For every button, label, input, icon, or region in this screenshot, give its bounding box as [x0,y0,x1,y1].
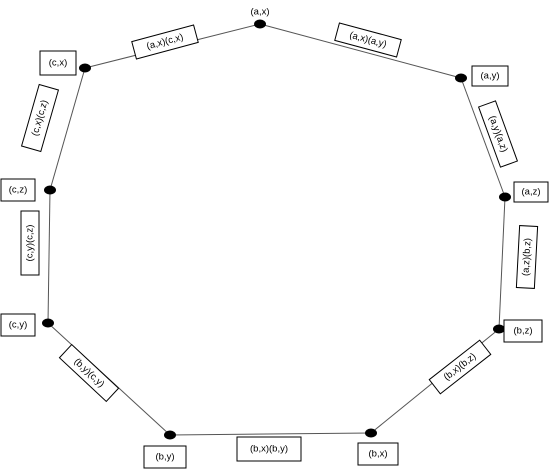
node-box-by: (b,y) [143,445,187,469]
node-label-by: (b,y) [156,452,175,463]
edge-line-cz-cx [49,67,86,191]
node-dot-by [164,430,176,440]
edge-box-by-cy: (b,y)(c,y) [58,343,120,403]
node-dot-cx [79,63,91,73]
edge-label-az-bz: (a,z)(b,z) [521,238,534,277]
node-box-cz: (c,z) [0,178,36,202]
edge-box-az-bz: (a,z)(b,z) [515,225,539,289]
node-dot-cy [42,318,54,328]
node-box-cx: (c,x) [39,50,77,76]
node-dot-bz [493,324,505,334]
node-label-ay: (a,y) [481,71,500,82]
node-label-cy: (c,y) [9,320,27,331]
edge-box-bx-by: (b,x)(b,y) [236,436,302,462]
edge-line-az-bz [498,196,506,330]
node-label-bz: (b,z) [514,326,533,337]
edge-label-bx-by: (b,x)(b,y) [250,444,288,455]
node-box-bx: (b,x) [357,442,399,466]
node-label-ax: (a,x) [251,7,270,18]
edge-line-bx-by [169,432,372,436]
edge-label-cy-cz: (c,y)(c,z) [25,225,36,262]
node-dot-az [499,192,511,202]
edge-box-cy-cz: (c,y)(c,z) [20,210,40,276]
edge-box-bx-bz: (b,x)(b,z) [428,339,492,395]
node-dot-ax [254,19,266,29]
node-label-cx: (c,x) [49,58,67,69]
edge-line-ax-ay [259,23,462,79]
node-dot-cz [44,185,56,195]
edge-box-cx-cz: (c,x)(c,z) [20,83,60,153]
node-label-cz: (c,z) [9,185,27,196]
node-box-cy: (c,y) [0,313,36,337]
node-box-ay: (a,y) [471,65,509,87]
node-label-bx: (b,x) [369,449,388,460]
node-dot-bx [365,428,377,438]
edge-box-ay-az: (a,y)(a,z) [477,100,519,168]
node-box-az: (a,z) [513,181,549,203]
edge-line-ay-az [460,77,506,198]
node-dot-ay [455,73,467,83]
edge-box-ax-cx: (a,x)(c,x) [131,24,199,60]
edge-line-cy-cz [47,189,51,324]
node-label-az: (a,z) [522,187,541,198]
edge-box-ax-ay: (a,x)(a,y) [334,22,402,58]
node-box-bz: (b,z) [503,319,543,343]
